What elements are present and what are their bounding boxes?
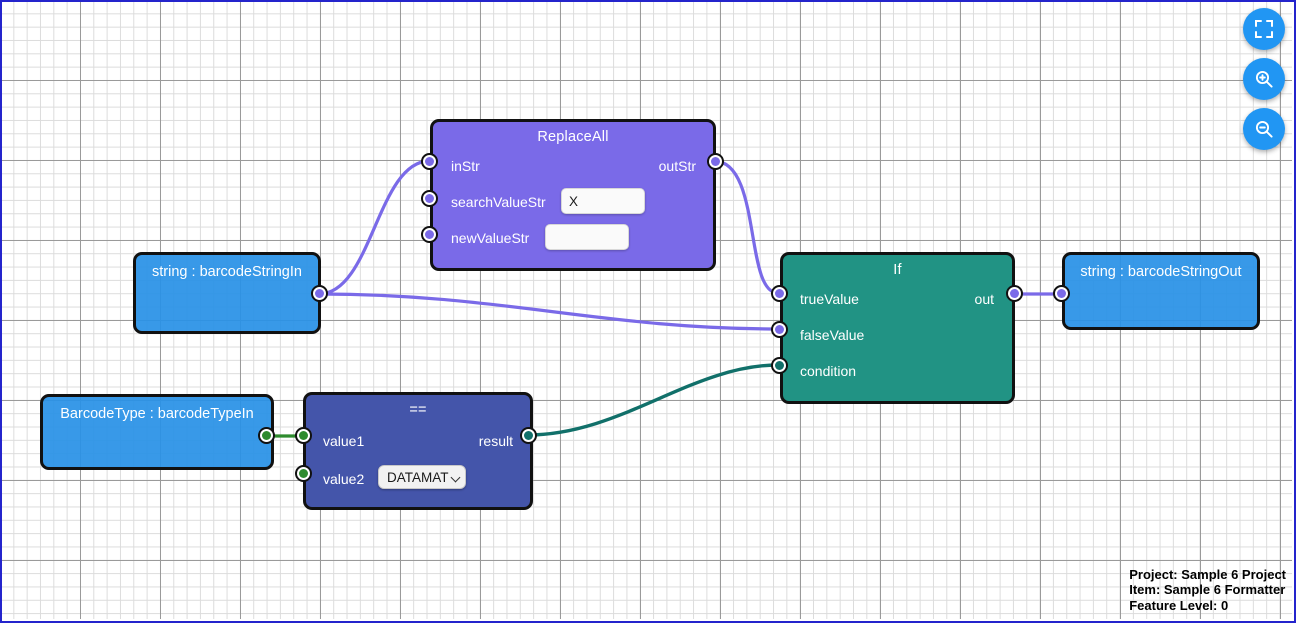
port-dot	[1057, 289, 1066, 298]
port-replace-all-instr[interactable]	[421, 153, 438, 170]
port-dot	[299, 469, 308, 478]
port-label-searchvaluestr: searchValueStr	[451, 194, 546, 210]
port-dot	[262, 431, 271, 440]
fit-screen-icon	[1255, 20, 1273, 38]
zoom-in-icon	[1255, 70, 1273, 88]
port-dot	[425, 157, 434, 166]
port-barcode-string-out-in[interactable]	[1053, 285, 1070, 302]
zoom-out-button[interactable]	[1243, 108, 1285, 150]
status-project: Project: Sample 6 Project	[1129, 566, 1286, 582]
node-equals[interactable]: == value1 value2 result DATAMAT	[303, 392, 533, 510]
port-replace-all-newvaluestr[interactable]	[421, 226, 438, 243]
port-dot	[1010, 289, 1019, 298]
wire-stringin-to-falsevalue	[317, 292, 780, 331]
port-if-falsevalue[interactable]	[771, 321, 788, 338]
port-label-truevalue: trueValue	[800, 291, 859, 307]
port-barcode-type-in-out[interactable]	[258, 427, 275, 444]
port-equals-value2[interactable]	[295, 465, 312, 482]
port-dot	[775, 289, 784, 298]
node-barcode-string-out[interactable]: string : barcodeStringOut	[1062, 252, 1260, 330]
port-label-instr: inStr	[451, 158, 480, 174]
node-title: ReplaceAll	[537, 129, 609, 145]
status-overlay: Project: Sample 6 Project Item: Sample 6…	[1129, 567, 1286, 614]
status-item: Item: Sample 6 Formatter	[1129, 582, 1286, 597]
port-dot	[315, 289, 324, 298]
port-replace-all-outstr[interactable]	[707, 153, 724, 170]
port-dot	[425, 230, 434, 239]
value2-selected-value: DATAMAT	[387, 469, 449, 485]
node-title: ==	[409, 402, 427, 418]
node-title: BarcodeType : barcodeTypeIn	[60, 406, 254, 422]
port-label-out: out	[974, 291, 994, 307]
node-if[interactable]: If trueValue falseValue condition out	[780, 252, 1015, 404]
port-label-condition: condition	[800, 363, 857, 379]
node-barcode-type-in[interactable]: BarcodeType : barcodeTypeIn	[40, 394, 274, 470]
search-value-str-input[interactable]	[561, 188, 645, 214]
port-equals-value1[interactable]	[295, 427, 312, 444]
value2-dropdown[interactable]: DATAMAT	[378, 465, 466, 489]
port-dot	[775, 361, 784, 370]
port-dot	[299, 431, 308, 440]
port-dot	[524, 431, 533, 440]
port-barcode-string-in-out[interactable]	[311, 285, 328, 302]
new-value-str-input[interactable]	[545, 224, 629, 250]
port-dot	[425, 194, 434, 203]
node-title: string : barcodeStringIn	[152, 264, 302, 280]
port-label-falsevalue: falseValue	[800, 327, 865, 343]
wire-stringin-to-instr	[317, 159, 431, 296]
port-dot	[711, 157, 720, 166]
node-title: If	[893, 262, 902, 278]
zoom-in-button[interactable]	[1243, 58, 1285, 100]
port-label-outstr: outStr	[658, 158, 696, 174]
port-if-truevalue[interactable]	[771, 285, 788, 302]
wire-outstr-to-truevalue	[712, 159, 780, 295]
port-replace-all-searchvaluestr[interactable]	[421, 190, 438, 207]
port-label-value2: value2	[323, 471, 365, 487]
port-if-condition[interactable]	[771, 357, 788, 374]
fit-to-screen-button[interactable]	[1243, 8, 1285, 50]
node-replace-all[interactable]: ReplaceAll inStr searchValueStr newValue…	[430, 119, 716, 271]
zoom-out-icon	[1255, 120, 1273, 138]
node-title: string : barcodeStringOut	[1080, 264, 1242, 280]
port-label-result: result	[478, 433, 513, 449]
chevron-down-icon	[452, 473, 460, 482]
status-feature-level: Feature Level: 0	[1129, 597, 1229, 613]
port-if-out[interactable]	[1006, 285, 1023, 302]
port-label-newvaluestr: newValueStr	[451, 230, 530, 246]
port-label-value1: value1	[323, 433, 365, 449]
port-equals-result[interactable]	[520, 427, 537, 444]
node-barcode-string-in[interactable]: string : barcodeStringIn	[133, 252, 321, 334]
port-dot	[775, 325, 784, 334]
wire-result-to-condition	[525, 363, 780, 437]
